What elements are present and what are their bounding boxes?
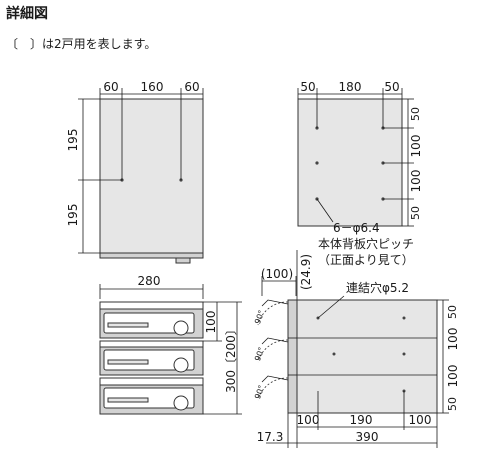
connect-hole-label: 連結穴φ5.2 (346, 280, 409, 295)
front-foot (175, 257, 191, 264)
back-dim-right-1: 50 (409, 107, 422, 121)
dial-lock-icon (173, 357, 189, 373)
front-body (99, 98, 204, 254)
dial-lock-icon (173, 395, 189, 411)
front-bottom-strip (99, 252, 204, 259)
back-caption-line2: （正面より見て） (318, 253, 414, 267)
side-dim-bottom-3: 100 (409, 413, 432, 427)
back-dim-right-4: 50 (409, 206, 422, 220)
page-title: 詳細図 (6, 6, 48, 22)
back-dim-right-3: 100 (409, 170, 423, 193)
stack-width-label: 280 (138, 274, 161, 288)
side-dim-right-2: 100 (446, 328, 460, 351)
front-dim-top-3: 60 (184, 80, 199, 94)
back-view: 50 180 50 50 100 100 50 6－φ6.4 本体背板穴ピッチ … (297, 80, 423, 267)
stack-view: 280 100 300〔200〕 (99, 274, 242, 415)
front-view: 60 160 60 195 195 (66, 80, 204, 264)
front-dim-left-2: 195 (66, 204, 80, 227)
side-dim-390: 390 (356, 430, 379, 444)
side-dim-right-4: 50 (446, 397, 459, 411)
front-dim-top-1: 60 (103, 80, 118, 94)
side-view: (100) (24.9) 90° 90° 90° 連結穴φ5.2 (253, 250, 460, 448)
back-dim-top-3: 50 (384, 80, 399, 94)
back-caption-line1: 本体背板穴ピッチ (318, 236, 414, 251)
side-dim-right-3: 100 (446, 365, 460, 388)
back-dim-top-2: 180 (339, 80, 362, 94)
legend-note: 〔 〕は2戸用を表します。 (6, 37, 157, 51)
side-dim-bottom-2: 190 (350, 413, 373, 427)
back-dim-right-2: 100 (409, 135, 423, 158)
back-dim-top-1: 50 (300, 80, 315, 94)
front-dim-top-2: 160 (141, 80, 164, 94)
back-panel (297, 98, 403, 227)
back-hole (315, 161, 319, 165)
side-dim-100: (100) (261, 267, 293, 281)
dial-lock-icon (173, 320, 189, 336)
front-dim-left-1: 195 (66, 129, 80, 152)
stack-dim-total: 300〔200〕 (224, 323, 238, 393)
side-dim-right-1: 50 (446, 305, 459, 319)
side-dim-17-3: 17.3 (257, 430, 284, 444)
back-hole-label: 6－φ6.4 (333, 221, 380, 235)
door-angle-label: 90° (253, 309, 266, 325)
side-dim-24-9: (24.9) (299, 254, 313, 290)
side-body (296, 299, 438, 414)
stack-dim-unit: 100 (204, 311, 218, 334)
side-dim-bottom-1: 100 (297, 413, 320, 427)
door-angle-label: 90° (253, 346, 266, 362)
door-angle-label: 90° (253, 384, 266, 400)
